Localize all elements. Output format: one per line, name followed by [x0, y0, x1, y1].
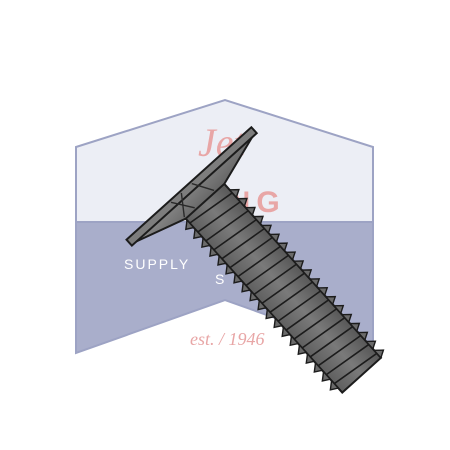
- watermark-supply-tail: S: [215, 271, 224, 287]
- thread-line: [245, 254, 290, 287]
- thread-crest: [249, 289, 260, 302]
- thread-crest: [289, 334, 300, 347]
- thread-crest: [217, 254, 228, 266]
- thread-crest: [356, 331, 369, 342]
- thread-crest: [372, 349, 385, 360]
- thread-crest: [308, 278, 321, 288]
- thread-line: [293, 308, 338, 340]
- thread-crest: [332, 304, 345, 315]
- thread-line: [333, 352, 378, 385]
- thread-crest: [284, 251, 297, 262]
- thread-crest: [241, 281, 252, 293]
- thread-crest: [297, 343, 308, 356]
- thread-crest: [193, 227, 204, 240]
- thread-crest: [364, 340, 377, 351]
- thread-line: [325, 343, 370, 376]
- thread-crest: [257, 298, 268, 311]
- thread-crest: [340, 313, 353, 324]
- thread-crest: [348, 322, 361, 333]
- thread-line: [221, 227, 265, 260]
- screw-head-top: [125, 125, 259, 248]
- thread-line: [261, 272, 306, 305]
- thread-crest: [252, 215, 264, 226]
- screw-threads: [189, 192, 378, 385]
- thread-crest: [209, 245, 220, 257]
- thread-crest: [273, 316, 284, 329]
- watermark-supply-label: SUPPLY: [124, 256, 190, 272]
- thread-crest: [324, 295, 337, 306]
- thread-crest: [276, 242, 289, 253]
- thread-crest: [265, 307, 276, 320]
- thread-line: [269, 281, 314, 313]
- thread-crest: [292, 260, 305, 270]
- thread-line: [205, 209, 249, 242]
- phillips-recess-icon: [170, 182, 215, 218]
- thread-line: [237, 245, 281, 278]
- thread-crest: [300, 269, 313, 279]
- watermark-established: est. / 1946: [190, 329, 265, 349]
- thread-crest: [228, 188, 240, 199]
- thread-crest: [281, 325, 292, 338]
- screw-shank: [180, 178, 383, 394]
- thread-line: [229, 236, 273, 269]
- thread-crest: [305, 352, 316, 364]
- thread-crest: [321, 370, 332, 382]
- thread-line: [317, 334, 362, 367]
- screw-thread-crests: [185, 188, 385, 391]
- thread-crest: [268, 233, 281, 244]
- thread-crest: [329, 379, 340, 391]
- thread-line: [189, 192, 233, 224]
- thread-crest: [316, 286, 329, 297]
- thread-line: [197, 201, 241, 233]
- thread-crest: [244, 206, 256, 217]
- thread-line: [301, 317, 346, 349]
- thread-line: [285, 299, 330, 331]
- thread-crest: [201, 236, 212, 249]
- thread-line: [309, 325, 354, 358]
- thread-crest: [236, 197, 248, 208]
- thread-line: [253, 263, 298, 296]
- thread-crest: [260, 224, 272, 235]
- thread-line: [213, 218, 257, 251]
- thread-crest: [233, 272, 244, 284]
- thread-line: [277, 290, 322, 322]
- thread-crest: [313, 361, 324, 373]
- thread-crest: [225, 263, 236, 275]
- thread-crest: [185, 218, 196, 231]
